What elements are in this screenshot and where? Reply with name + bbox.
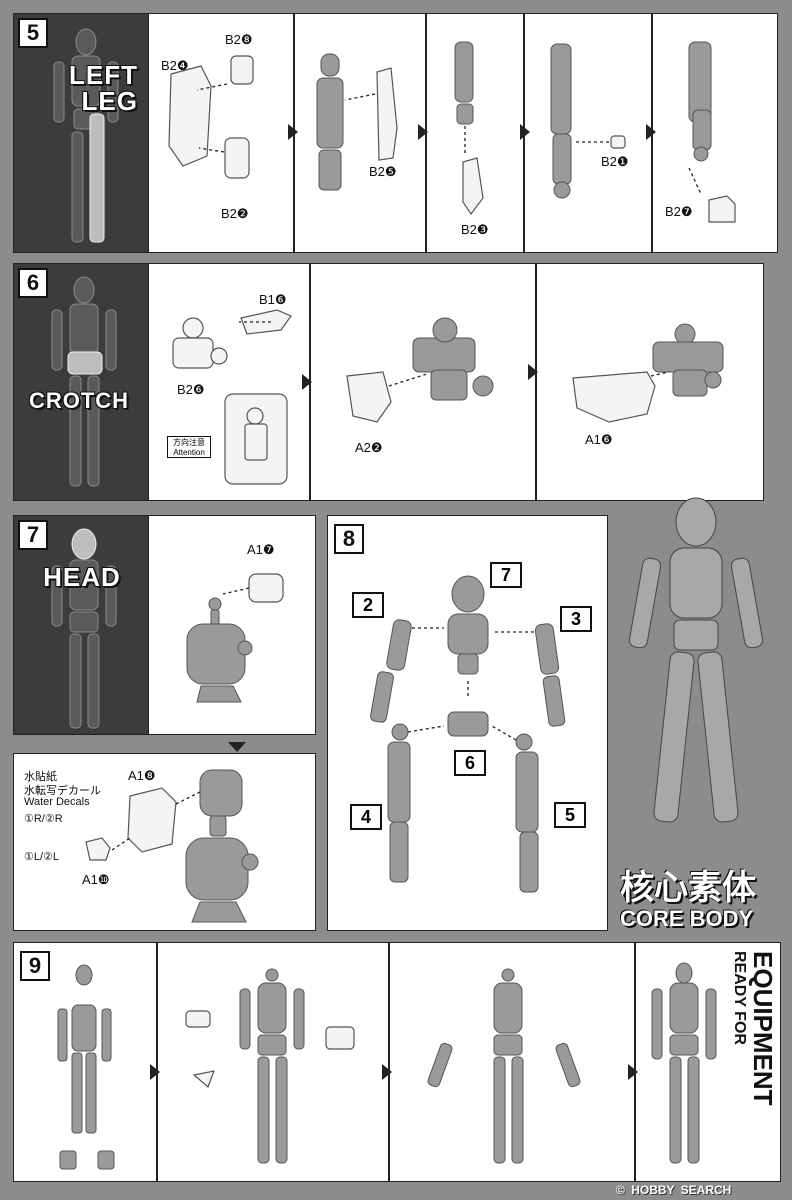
leg-assembly-diagram	[168, 41, 736, 223]
next-arrow-icon	[150, 1064, 160, 1080]
part-label: B2❽	[225, 32, 253, 47]
sub-step-badge: 2	[352, 592, 384, 618]
step-title-line1: LEFT	[69, 60, 138, 90]
attention-en: Attention	[173, 448, 205, 457]
step5-figure-panel	[13, 13, 149, 253]
final-assembly-diagram	[57, 962, 717, 1170]
decal-left: ①L/②L	[24, 851, 60, 863]
part-label: A2❷	[355, 440, 383, 455]
next-arrow-icon	[418, 124, 428, 140]
step9-instructions: 9 EQUIPMENT READY FOR	[13, 942, 781, 1182]
step6-instructions: B1❻ B2❻ A2❷ A1❻ 方向注意 Attention	[148, 263, 764, 501]
next-arrow-icon	[646, 124, 656, 140]
part-label: B2❶	[601, 154, 629, 169]
decal-right: ①R/②R	[24, 813, 63, 825]
next-arrow-icon	[528, 364, 538, 380]
step-number: 5	[18, 18, 48, 48]
sub-step-badge: 3	[560, 606, 592, 632]
attention-box: 方向注意 Attention	[167, 436, 211, 458]
core-body-en: CORE BODY	[620, 906, 754, 931]
decals-cn: 水貼紙	[24, 771, 57, 783]
part-label: B2❹	[161, 58, 189, 73]
crotch-assembly-diagram	[172, 309, 724, 485]
sub-step-badge: 7	[490, 562, 522, 588]
sub-step-badge: 4	[350, 804, 382, 830]
part-label: A1❼	[247, 542, 275, 557]
part-label: B2❺	[369, 164, 397, 179]
equipment-title-line1: EQUIPMENT	[748, 951, 778, 1106]
part-label: B2❻	[177, 382, 205, 397]
figure-stage-1	[57, 964, 115, 1170]
next-arrow-icon	[382, 1064, 392, 1080]
step-title: CROTCH	[28, 388, 130, 413]
next-arrow-icon	[288, 124, 298, 140]
figure-silhouette-icon	[53, 28, 119, 243]
step-number: 6	[18, 268, 48, 298]
part-label: A1❿	[82, 872, 110, 887]
step7-part-panel: A1❼	[148, 515, 316, 735]
equipment-title-line2: READY FOR	[731, 951, 748, 1045]
next-arrow-icon	[302, 374, 312, 390]
decals-jp: 水転写デカール	[24, 785, 101, 797]
step5-instructions: B2❽ B2❹ B2❷ B2❺ B2❸ B2❶ B2❼	[148, 13, 778, 253]
figure-silhouette-icon	[51, 528, 117, 729]
next-arrow-icon	[628, 1064, 638, 1080]
part-label: B1❻	[259, 292, 287, 307]
part-label: A1❻	[585, 432, 613, 447]
part-label: B2❼	[665, 204, 693, 219]
watermark-brand1: HOBBY	[631, 1183, 675, 1197]
step-number: 9	[20, 951, 50, 981]
figure-stage-3	[427, 968, 581, 1164]
step7-decals-panel: 水貼紙 水転写デカール Water Decals ①R/②R ①L/②L A1❽…	[13, 753, 316, 931]
head-part-diagram	[186, 573, 284, 703]
figure-stage-4	[651, 962, 717, 1164]
step8-panel: 8 7 2 3 6 4 5	[327, 515, 608, 931]
part-label: B2❸	[461, 222, 489, 237]
body-assembly-diagram	[370, 575, 566, 893]
copyright-mark: ©	[616, 1183, 625, 1197]
watermark: © HOBBY SEARCH	[616, 1183, 731, 1199]
step-title-line2: LEG	[81, 86, 138, 116]
sub-step-badge: 5	[554, 802, 586, 828]
step7-figure-panel	[13, 515, 149, 735]
part-label: B2❷	[221, 206, 249, 221]
step-number: 7	[18, 520, 48, 550]
figure-stage-2	[185, 968, 355, 1164]
step6-figure-panel	[13, 263, 149, 501]
step-title: LEFT LEG	[50, 62, 138, 114]
down-arrow-icon	[228, 742, 246, 752]
attention-cn: 方向注意	[173, 438, 205, 447]
watermark-brand2: SEARCH	[680, 1183, 732, 1197]
sub-step-badge: 6	[454, 750, 486, 776]
next-arrow-icon	[520, 124, 530, 140]
step-title: HEAD	[43, 562, 121, 592]
head-assembly-diagram	[85, 769, 259, 923]
decals-en: Water Decals	[24, 796, 90, 808]
core-body-cn: 核心素体	[620, 868, 756, 908]
core-body-figure	[628, 497, 764, 823]
equipment-title: EQUIPMENT READY FOR	[726, 951, 778, 1161]
step-number: 8	[334, 524, 364, 554]
part-label: A1❽	[128, 768, 156, 783]
figure-silhouette-icon	[51, 276, 117, 487]
